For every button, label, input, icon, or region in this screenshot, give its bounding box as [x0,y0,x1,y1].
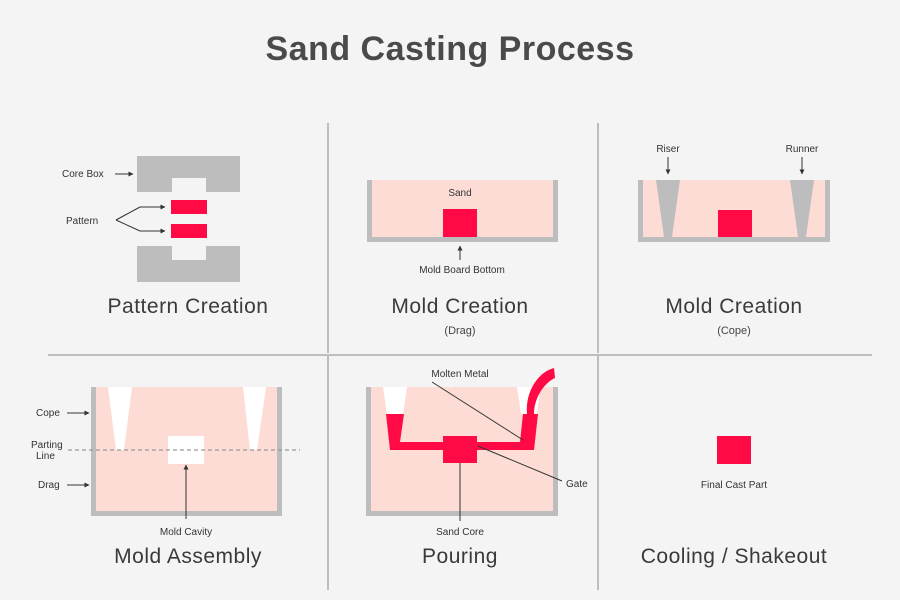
divider-vertical-bottom-2 [597,356,599,590]
subcaption-cope: (Cope) [717,325,751,337]
label-riser: Riser [656,144,680,155]
label-core-box: Core Box [62,169,104,180]
pattern-bottom [171,224,207,238]
divider-horizontal [48,354,872,356]
label-runner: Runner [786,144,819,155]
caption-mold-creation-drag: Mold Creation [391,295,529,318]
divider-vertical-top-2 [597,123,599,353]
core-box-top [137,156,240,192]
label-gate: Gate [566,479,588,490]
pattern-top [171,200,207,214]
label-mold-board-bottom: Mold Board Bottom [419,265,505,276]
riser [656,180,680,237]
label-sand: Sand [448,188,471,199]
label-final-cast-part: Final Cast Part [701,480,767,491]
caption-cooling-shakeout: Cooling / Shakeout [640,545,828,568]
caption-pouring: Pouring [422,545,498,568]
label-parting-line-2: Line [36,451,55,462]
caption-mold-assembly: Mold Assembly [114,545,262,568]
assembly-riser [108,387,132,450]
molten-metal-stream [526,368,555,414]
label-pattern: Pattern [66,216,98,227]
page-title: Sand Casting Process [265,30,635,68]
final-cast-part [717,436,751,464]
assembly-runner [243,387,266,450]
subcaption-drag: (Drag) [444,325,476,337]
cope-pattern [718,210,752,237]
drag-pattern [443,209,477,237]
label-mold-cavity: Mold Cavity [160,527,212,538]
caption-mold-creation-cope: Mold Creation [665,295,803,318]
molten-metal-channels [386,414,538,463]
divider-vertical-bottom-1 [327,356,329,590]
pouring-riser-empty [383,387,407,414]
runner [790,180,814,237]
caption-pattern-creation: Pattern Creation [107,295,269,318]
divider-vertical-top-1 [327,123,329,353]
core-box-bottom [137,246,240,282]
label-parting-line-1: Parting [31,440,63,451]
label-cope: Cope [36,408,60,419]
label-sand-core: Sand Core [436,527,484,538]
label-drag: Drag [38,480,60,491]
label-molten-metal: Molten Metal [431,369,488,380]
